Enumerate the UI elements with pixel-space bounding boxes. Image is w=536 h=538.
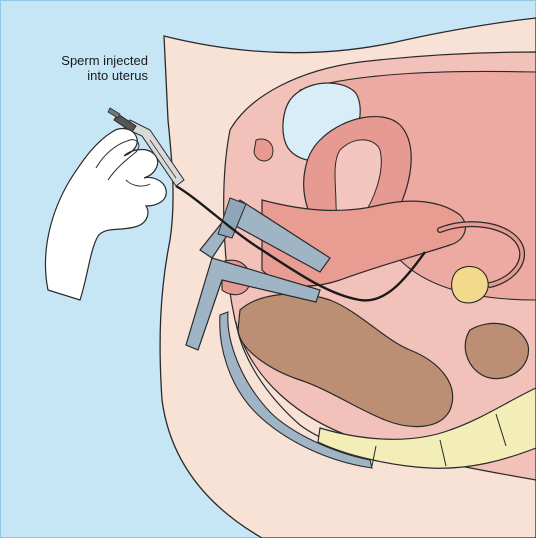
annotation-line-1: Sperm injected <box>40 53 148 68</box>
annotation-sperm-injected: Sperm injected into uterus <box>40 53 148 83</box>
ovary <box>452 266 489 302</box>
clitoral-hood <box>254 139 273 161</box>
annotation-line-2: into uterus <box>40 68 148 83</box>
